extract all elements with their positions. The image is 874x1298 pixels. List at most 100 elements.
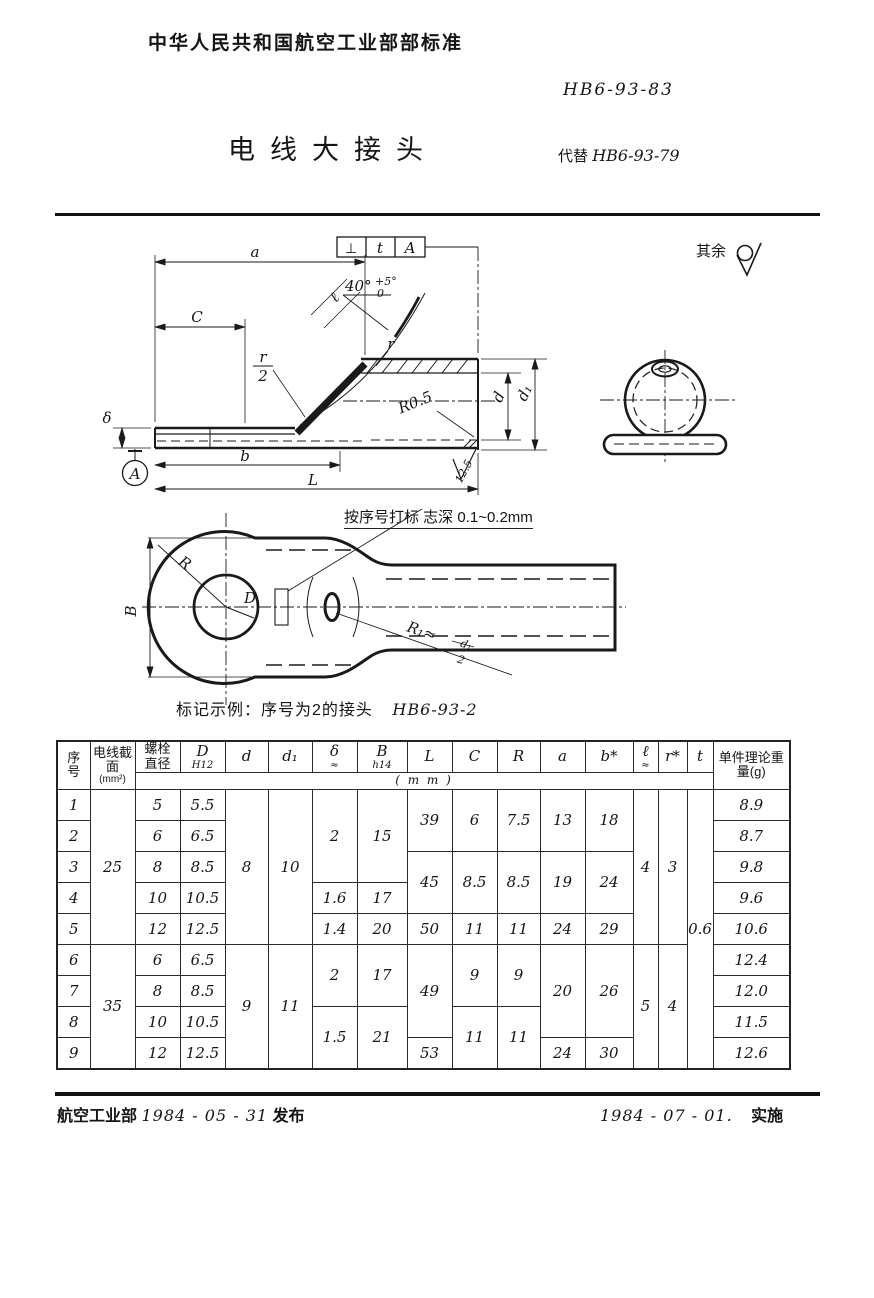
cell-r8-2: 10.5: [179, 1005, 226, 1038]
cell-r1-14: 3: [657, 788, 688, 945]
dim-label-a: a: [251, 243, 260, 261]
col-header-1: 电线截面(mm²): [89, 740, 136, 790]
cell-r3-6: 19: [539, 850, 586, 914]
cell-r1-12: 18: [584, 788, 634, 852]
cell-r9-4: 24: [539, 1036, 586, 1070]
footer-issue-label: 发布: [272, 1108, 305, 1125]
cell-r6-15: 12.4: [712, 943, 791, 976]
tol-value: t: [377, 239, 384, 257]
replaces-number: HB6-93-79: [592, 146, 680, 165]
col-header-9: C: [451, 740, 498, 773]
top-rule: [55, 213, 820, 216]
replaces-prefix: 代替: [558, 148, 589, 165]
cell-r8-6: 11: [496, 1005, 541, 1070]
cell-r2-1: 6: [134, 819, 181, 852]
cell-r4-5: 9.6: [712, 881, 791, 914]
dim-label-d1: d₁: [513, 382, 536, 404]
cell-r4-1: 10: [134, 881, 181, 914]
cell-r7-1: 8: [134, 974, 181, 1007]
angle-label: 40°: [344, 277, 372, 295]
hole-label-D: D: [243, 589, 256, 607]
cell-r6-8: 49: [406, 943, 453, 1038]
cell-r1-13: 4: [632, 788, 659, 945]
cell-r8-4: 21: [356, 1005, 408, 1070]
cell-r8-7: 11.5: [712, 1005, 791, 1038]
cell-r6-7: 17: [356, 943, 408, 1007]
cell-r5-10: 10.6: [712, 912, 791, 945]
cell-r5-6: 11: [451, 912, 498, 945]
R1-fraction-numerator: d₁: [459, 637, 474, 653]
roughness-symbol-icon: [736, 242, 762, 277]
fillet-label-R05: R0.5: [395, 387, 435, 417]
side-view-drawing: a C b L δ d d₁ 40° +5° 0 ⊥ t A A r 2 ℓ r…: [102, 236, 547, 495]
radius-label-R: R: [174, 552, 194, 574]
col-header-4: d: [224, 740, 269, 773]
cell-r4-0: 4: [56, 881, 91, 914]
cell-r6-13: 5: [632, 943, 659, 1070]
cell-r5-0: 5: [56, 912, 91, 945]
doc-title: 电线大接头: [228, 135, 438, 165]
col-header-10: R: [496, 740, 541, 773]
cell-r5-9: 29: [584, 912, 634, 945]
cell-r8-1: 10: [134, 1005, 181, 1038]
r-half-denominator: 2: [257, 367, 268, 385]
stamp-note: 按序号打标 志深 0.1~0.2mm: [344, 506, 533, 529]
cell-r1-15: 0.6: [686, 788, 714, 1070]
cell-r9-5: 30: [584, 1036, 634, 1070]
cell-r2-2: 6.5: [179, 819, 226, 852]
marking-example-code: HB6-93-2: [392, 700, 478, 719]
marking-example: 标记示例：序号为2的接头 HB6-93-2: [176, 696, 478, 720]
col-header-8: L: [406, 740, 453, 773]
dim-label-delta: δ: [102, 409, 111, 427]
replaces-note: 代替 HB6-93-79: [558, 145, 680, 166]
cell-r8-5: 11: [451, 1005, 498, 1070]
cell-r6-10: 9: [496, 943, 541, 1007]
roughness-value: 12.5: [452, 457, 475, 485]
cell-r1-10: 7.5: [496, 788, 541, 852]
cell-r3-2: 8.5: [179, 850, 226, 883]
cell-r9-0: 9: [56, 1036, 91, 1070]
footer-right: 1984 - 07 - 01. 实施: [600, 1102, 783, 1126]
cell-r3-4: 8.5: [451, 850, 498, 914]
dim-label-d: d: [488, 389, 508, 405]
col-header-12: b*: [584, 740, 634, 773]
cell-r6-11: 20: [539, 943, 586, 1038]
footer-issue-date: 1984 - 05 - 31: [141, 1106, 269, 1125]
col-header-2: 螺栓 直径: [134, 740, 181, 773]
cell-r5-5: 50: [406, 912, 453, 945]
cell-r3-5: 8.5: [496, 850, 541, 914]
R1-fraction-denominator: 2: [455, 652, 467, 667]
cell-r1-7: 15: [356, 788, 408, 883]
col-header-16: 单件理论重量(g): [712, 740, 791, 790]
cell-r3-7: 24: [584, 850, 634, 914]
cell-r1-2: 5: [134, 788, 181, 821]
cell-r9-6: 12.6: [712, 1036, 791, 1070]
cell-r1-3: 5.5: [179, 788, 226, 821]
cell-r1-16: 8.9: [712, 788, 791, 821]
footer-impl-label: 实施: [751, 1108, 784, 1125]
cell-r5-1: 12: [134, 912, 181, 945]
col-header-5: d₁: [267, 740, 313, 773]
cell-r3-3: 45: [406, 850, 453, 914]
cell-r4-3: 1.6: [311, 881, 358, 914]
cell-r6-2: 6: [134, 943, 181, 976]
cell-r9-3: 53: [406, 1036, 453, 1070]
footer-rule: [55, 1092, 820, 1096]
cell-r7-2: 8.5: [179, 974, 226, 1007]
angle-lower-dev: 0: [377, 287, 384, 300]
cell-r4-4: 17: [356, 881, 408, 914]
cell-r5-2: 12.5: [179, 912, 226, 945]
cell-r6-0: 6: [56, 943, 91, 976]
dim-label-L: L: [307, 471, 318, 489]
dim-label-r: r: [387, 335, 395, 353]
cell-r4-2: 10.5: [179, 881, 226, 914]
cell-r6-9: 9: [451, 943, 498, 1007]
dim-label-B: B: [122, 605, 140, 617]
col-header-13: ℓ≈: [632, 740, 659, 773]
cell-r6-6: 2: [311, 943, 358, 1007]
cell-r5-3: 1.4: [311, 912, 358, 945]
dim-label-c: C: [191, 308, 203, 326]
col-header-0: 序 号: [56, 740, 91, 790]
